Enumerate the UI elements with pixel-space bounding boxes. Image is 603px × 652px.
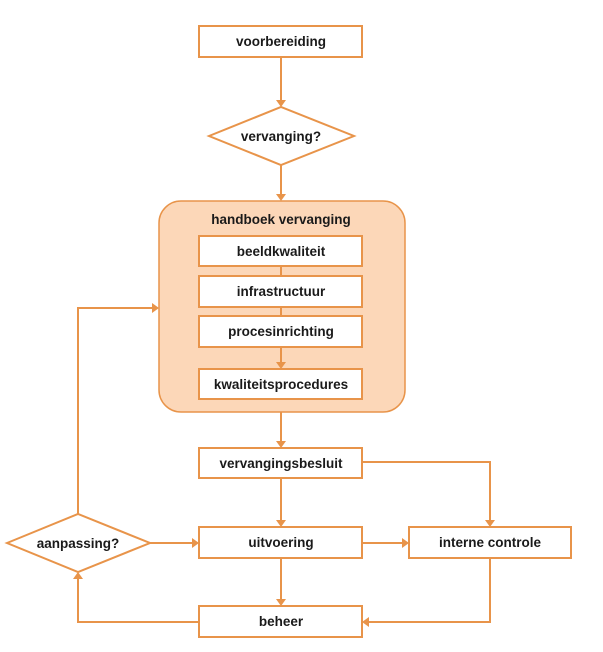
decision-aanpassing[interactable]: aanpassing? — [4, 512, 153, 574]
node-label: vervangingsbesluit — [219, 456, 343, 471]
node-label: aanpassing? — [37, 536, 120, 551]
node-procesinrichting[interactable]: procesinrichting — [198, 315, 363, 348]
decision-vervanging[interactable]: vervanging? — [206, 105, 357, 167]
container-title: handboek vervanging — [211, 212, 351, 227]
arrowhead-icon — [276, 520, 286, 527]
arrowhead-icon — [276, 194, 286, 201]
arrowhead-icon — [362, 617, 369, 627]
arrowhead-icon — [276, 441, 286, 448]
node-beeldkwaliteit[interactable]: beeldkwaliteit — [198, 235, 363, 267]
edge-aanpassing-handboek — [77, 307, 153, 514]
arrowhead-icon — [152, 303, 159, 313]
arrowhead-icon — [276, 362, 286, 369]
node-label: vervanging? — [241, 129, 321, 144]
node-label: infrastructuur — [237, 284, 326, 299]
edge-interne-controle-beheer — [368, 558, 491, 623]
node-label: kwaliteitsprocedures — [214, 377, 348, 392]
arrowhead-icon — [276, 599, 286, 606]
node-label: beeldkwaliteit — [237, 244, 326, 259]
arrowhead-icon — [192, 538, 199, 548]
node-uitvoering[interactable]: uitvoering — [198, 526, 363, 559]
edge-beheer-aanpassing — [77, 578, 199, 623]
connectors — [73, 57, 495, 627]
node-label: uitvoering — [248, 535, 313, 550]
node-infrastructuur[interactable]: infrastructuur — [198, 275, 363, 308]
arrowhead-icon — [402, 538, 409, 548]
arrowhead-icon — [73, 572, 83, 579]
edge-vervangingsbesluit-interne-controle — [362, 461, 491, 521]
node-label: voorbereiding — [236, 34, 326, 49]
container-handboek-vervanging[interactable]: handboek vervanging beeldkwaliteit infra… — [158, 200, 406, 413]
node-label: beheer — [259, 614, 304, 629]
node-beheer[interactable]: beheer — [198, 605, 363, 638]
arrowhead-icon — [485, 520, 495, 527]
node-interne-controle[interactable]: interne controle — [408, 526, 572, 559]
node-label: interne controle — [439, 535, 542, 550]
node-kwaliteitsprocedures[interactable]: kwaliteitsprocedures — [198, 368, 363, 400]
node-vervangingsbesluit[interactable]: vervangingsbesluit — [198, 447, 363, 479]
arrowhead-icon — [276, 100, 286, 107]
node-voorbereiding[interactable]: voorbereiding — [198, 25, 363, 58]
node-label: procesinrichting — [228, 324, 334, 339]
